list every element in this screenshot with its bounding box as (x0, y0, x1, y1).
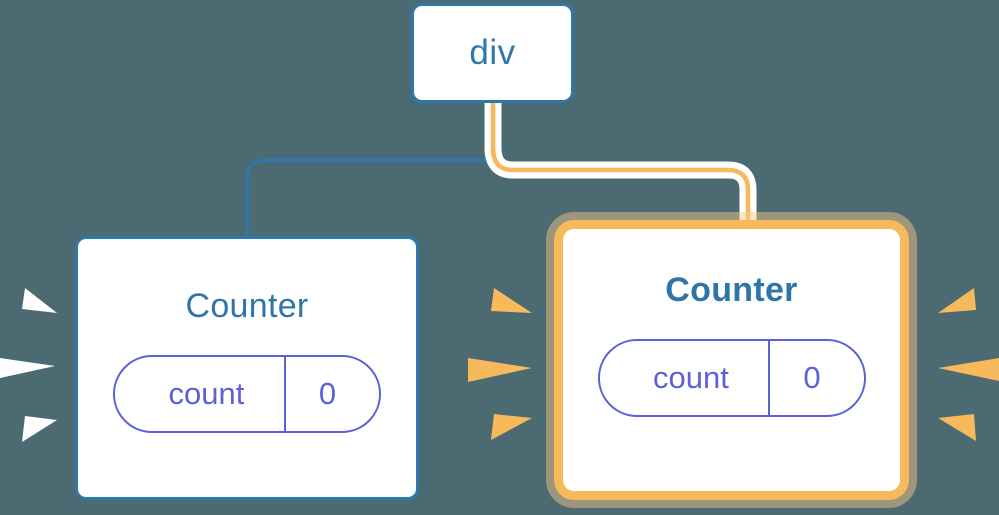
state-pill-right-value: 0 (768, 341, 863, 415)
edge-div-to-counter-left (245, 101, 495, 239)
spark-ray (22, 288, 57, 313)
node-counter-right-label: Counter (665, 271, 798, 309)
state-pill-right-key: count (653, 360, 729, 395)
state-pill-left-value: 0 (283, 357, 379, 431)
node-div[interactable]: div (411, 3, 574, 103)
spark-ray (22, 416, 57, 442)
spark-ray (938, 414, 976, 441)
state-pill-left: count 0 (113, 355, 381, 433)
spark-ray (938, 358, 999, 381)
node-counter-right[interactable]: Counter count 0 (554, 220, 909, 500)
state-pill-right: count 0 (597, 339, 866, 417)
node-counter-left[interactable]: Counter count 0 (75, 236, 419, 500)
edge-div-to-counter-right (490, 100, 751, 225)
spark-group-left (0, 288, 57, 442)
spark-group-right (938, 288, 999, 441)
spark-ray (0, 358, 55, 378)
edge-div-to-counter-right-halo (484, 94, 757, 231)
spark-ray (938, 288, 976, 313)
spark-ray (491, 414, 532, 440)
node-div-label: div (469, 33, 516, 72)
state-pill-left-key: count (168, 376, 245, 411)
spark-group-middle (468, 288, 532, 440)
spark-ray (468, 358, 532, 382)
node-counter-left-label: Counter (185, 287, 309, 325)
spark-ray (491, 288, 532, 313)
